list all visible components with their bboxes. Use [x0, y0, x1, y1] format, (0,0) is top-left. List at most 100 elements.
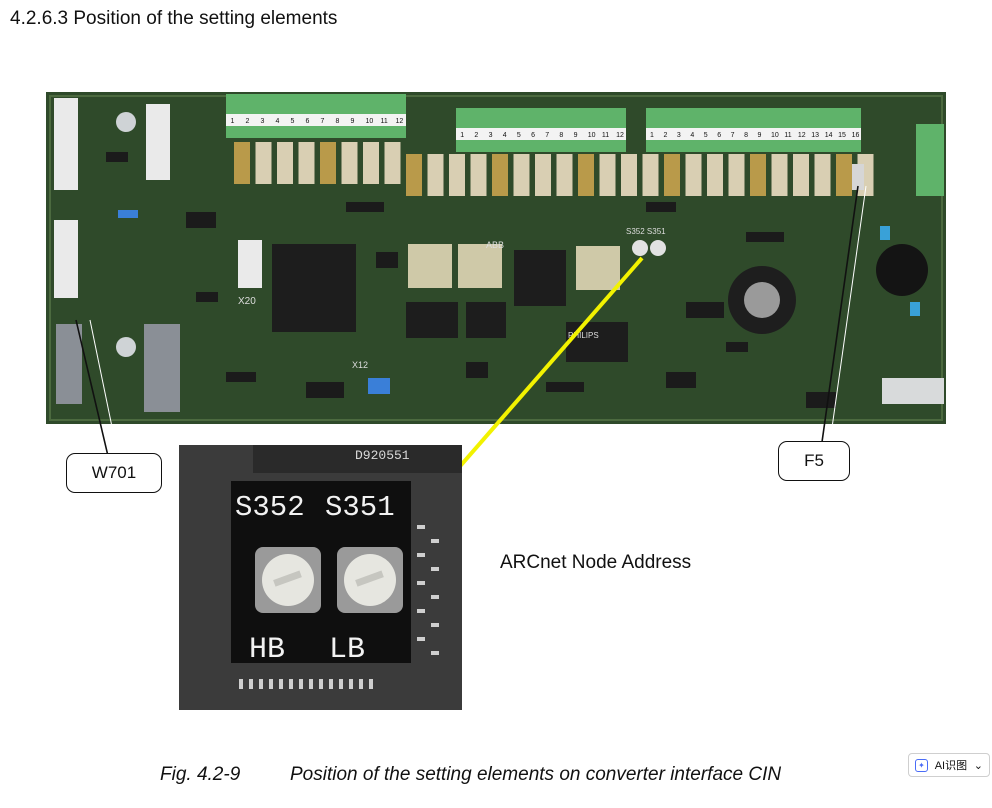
terminal-number: 12 — [616, 132, 624, 139]
relay — [298, 142, 315, 184]
terminal-number: 5 — [704, 132, 708, 139]
ai-recognize-button[interactable]: ✦ AI识图 ⌄ — [908, 753, 990, 777]
relay — [599, 154, 616, 196]
terminal-number: 7 — [321, 118, 325, 125]
terminal-number: 8 — [559, 132, 563, 139]
relay — [513, 154, 530, 196]
plcc-chip-3 — [576, 246, 620, 290]
relay-row — [234, 142, 874, 196]
svg-text:PHILIPS: PHILIPS — [568, 331, 599, 340]
terminal-number: 4 — [503, 132, 507, 139]
terminal-number: 13 — [811, 132, 819, 139]
connector-x1 — [54, 98, 78, 190]
relay — [793, 154, 809, 196]
relay — [771, 154, 788, 196]
terminal-number: 15 — [838, 132, 846, 139]
relay — [470, 154, 487, 196]
capacitor — [876, 244, 928, 296]
rotary-switch-hb — [255, 547, 321, 613]
terminal-number: 1 — [650, 132, 654, 139]
zoom-detail: D920551 S352 S351 HB LB — [179, 445, 462, 710]
terminal-number: 10 — [588, 132, 596, 139]
terminal-block-side — [916, 124, 944, 196]
relay — [685, 154, 702, 196]
relay — [406, 154, 422, 196]
terminal-number: 1 — [231, 118, 235, 125]
bnc-connector — [882, 378, 944, 404]
relay — [621, 154, 637, 196]
philips-chip — [566, 322, 628, 362]
terminal-number: 12 — [396, 118, 404, 125]
relay — [664, 154, 680, 196]
relay — [341, 142, 358, 184]
connector-x3 — [54, 220, 78, 298]
relay — [578, 154, 594, 196]
figure-number: Fig. 4.2-9 — [160, 764, 241, 785]
relay — [363, 142, 379, 184]
connector-x12 — [368, 378, 390, 394]
ai-recognize-label: AI识图 — [934, 760, 968, 772]
relay — [449, 154, 465, 196]
relay — [277, 142, 293, 184]
terminal-number: 6 — [531, 132, 535, 139]
relay — [556, 154, 573, 196]
callout-w701-label: W701 — [91, 463, 137, 482]
terminal-number: 5 — [517, 132, 521, 139]
arcnet-node-address-label: ARCnet Node Address — [500, 552, 692, 573]
silk-s352-s351: S352 S351 — [626, 227, 666, 236]
svg-text:X12: X12 — [352, 360, 368, 370]
relay — [427, 154, 444, 196]
relay — [836, 154, 852, 196]
relay — [642, 154, 659, 196]
sub-d-connector-1 — [56, 324, 82, 404]
terminal-number: 1 — [460, 132, 464, 139]
callout-f5: F5 — [778, 441, 850, 481]
relay — [384, 142, 401, 184]
terminal-number: 9 — [574, 132, 578, 139]
section-heading: 4.2.6.3 Position of the setting elements — [10, 8, 338, 29]
relay — [750, 154, 766, 196]
terminal-number: 12 — [798, 132, 806, 139]
terminal-number: 6 — [306, 118, 310, 125]
terminal-number: 3 — [489, 132, 493, 139]
terminal-number: 3 — [261, 118, 265, 125]
relay — [492, 154, 508, 196]
asic-chip — [514, 250, 566, 306]
terminal-number: 7 — [545, 132, 549, 139]
plcc-chip-1 — [408, 244, 452, 288]
terminal-number: 8 — [336, 118, 340, 125]
figure-title: Position of the setting elements on conv… — [290, 764, 782, 785]
board-switch-s351 — [650, 240, 666, 256]
chevron-down-icon: ⌄ — [973, 759, 983, 772]
callout-f5-label: F5 — [804, 451, 824, 470]
terminal-number: 14 — [825, 132, 833, 139]
connector-x20 — [238, 240, 262, 288]
silk-abb: ABB — [486, 240, 504, 250]
terminal-number: 4 — [276, 118, 280, 125]
terminal-number: 2 — [474, 132, 478, 139]
terminal-number: 8 — [744, 132, 748, 139]
ai-scan-icon: ✦ — [915, 758, 928, 772]
connector-x2 — [146, 104, 170, 180]
terminal-number: 9 — [351, 118, 355, 125]
terminal-number: 10 — [771, 132, 779, 139]
terminal-number: 6 — [717, 132, 721, 139]
main-processor — [272, 244, 356, 332]
zoom-switch-right-label: S351 — [325, 491, 395, 524]
relay — [707, 154, 723, 196]
rotary-switch-lb — [337, 547, 403, 613]
jumper-w701 — [118, 210, 138, 218]
board-switch-s352 — [632, 240, 648, 256]
terminal-number: 16 — [852, 132, 860, 139]
terminal-number: 3 — [677, 132, 681, 139]
relay — [234, 142, 250, 184]
terminal-number: 2 — [246, 118, 250, 125]
terminal-number: 11 — [784, 132, 791, 139]
zoom-label-lb: LB — [329, 633, 365, 667]
relay — [814, 154, 831, 196]
